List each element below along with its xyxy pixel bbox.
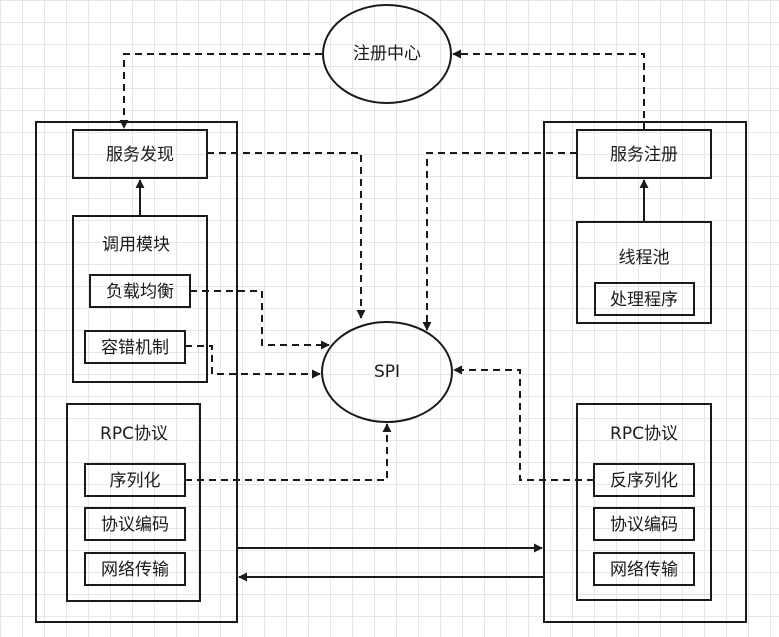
handler-box (594, 282, 695, 316)
load-balance-label: 负载均衡 (106, 282, 174, 302)
register-to-registry-arrow (452, 49, 645, 130)
provider-rpc-label: RPC协议 (610, 424, 678, 444)
consumer-network-transport-box (84, 552, 186, 586)
faulttolerance-to-spi-arrow (185, 345, 321, 379)
consumer-network-transport-label: 网络传输 (101, 560, 169, 580)
spi-ellipse (321, 321, 453, 423)
service-discovery-label: 服务发现 (106, 145, 174, 165)
provider-protocol-encode-box (593, 507, 695, 541)
provider-rpc-box (576, 403, 712, 601)
thread-pool-label: 线程池 (619, 248, 670, 268)
consumer-protocol-encode-label: 协议编码 (101, 515, 169, 535)
spi-label: SPI (374, 362, 400, 382)
fault-tolerance-label: 容错机制 (101, 338, 169, 358)
deserialize-label: 反序列化 (610, 471, 678, 491)
registry-to-discovery-arrow (119, 53, 322, 129)
consumer-container (35, 121, 238, 623)
consumer-protocol-encode-box (84, 507, 186, 541)
registry-ellipse (322, 4, 452, 104)
service-register-label: 服务注册 (610, 145, 678, 165)
loadbalance-to-spi-arrow (190, 290, 330, 350)
provider-protocol-encode-label: 协议编码 (610, 515, 678, 535)
register-to-spi-arrow (422, 152, 577, 331)
invoke-module-label: 调用模块 (102, 235, 170, 255)
provider-container (543, 121, 747, 623)
serialize-label: 序列化 (110, 471, 161, 491)
provider-network-transport-box (593, 552, 695, 586)
deserialize-to-spi-arrow (453, 365, 594, 481)
provider-network-transport-label: 网络传输 (610, 560, 678, 580)
consumer-rpc-label: RPC协议 (100, 424, 168, 444)
consumer-rpc-box (66, 403, 201, 602)
discovery-to-spi-arrow (207, 152, 366, 319)
handler-label: 处理程序 (610, 290, 678, 310)
serialize-to-spi-arrow (185, 423, 392, 481)
registry-label: 注册中心 (353, 44, 421, 64)
